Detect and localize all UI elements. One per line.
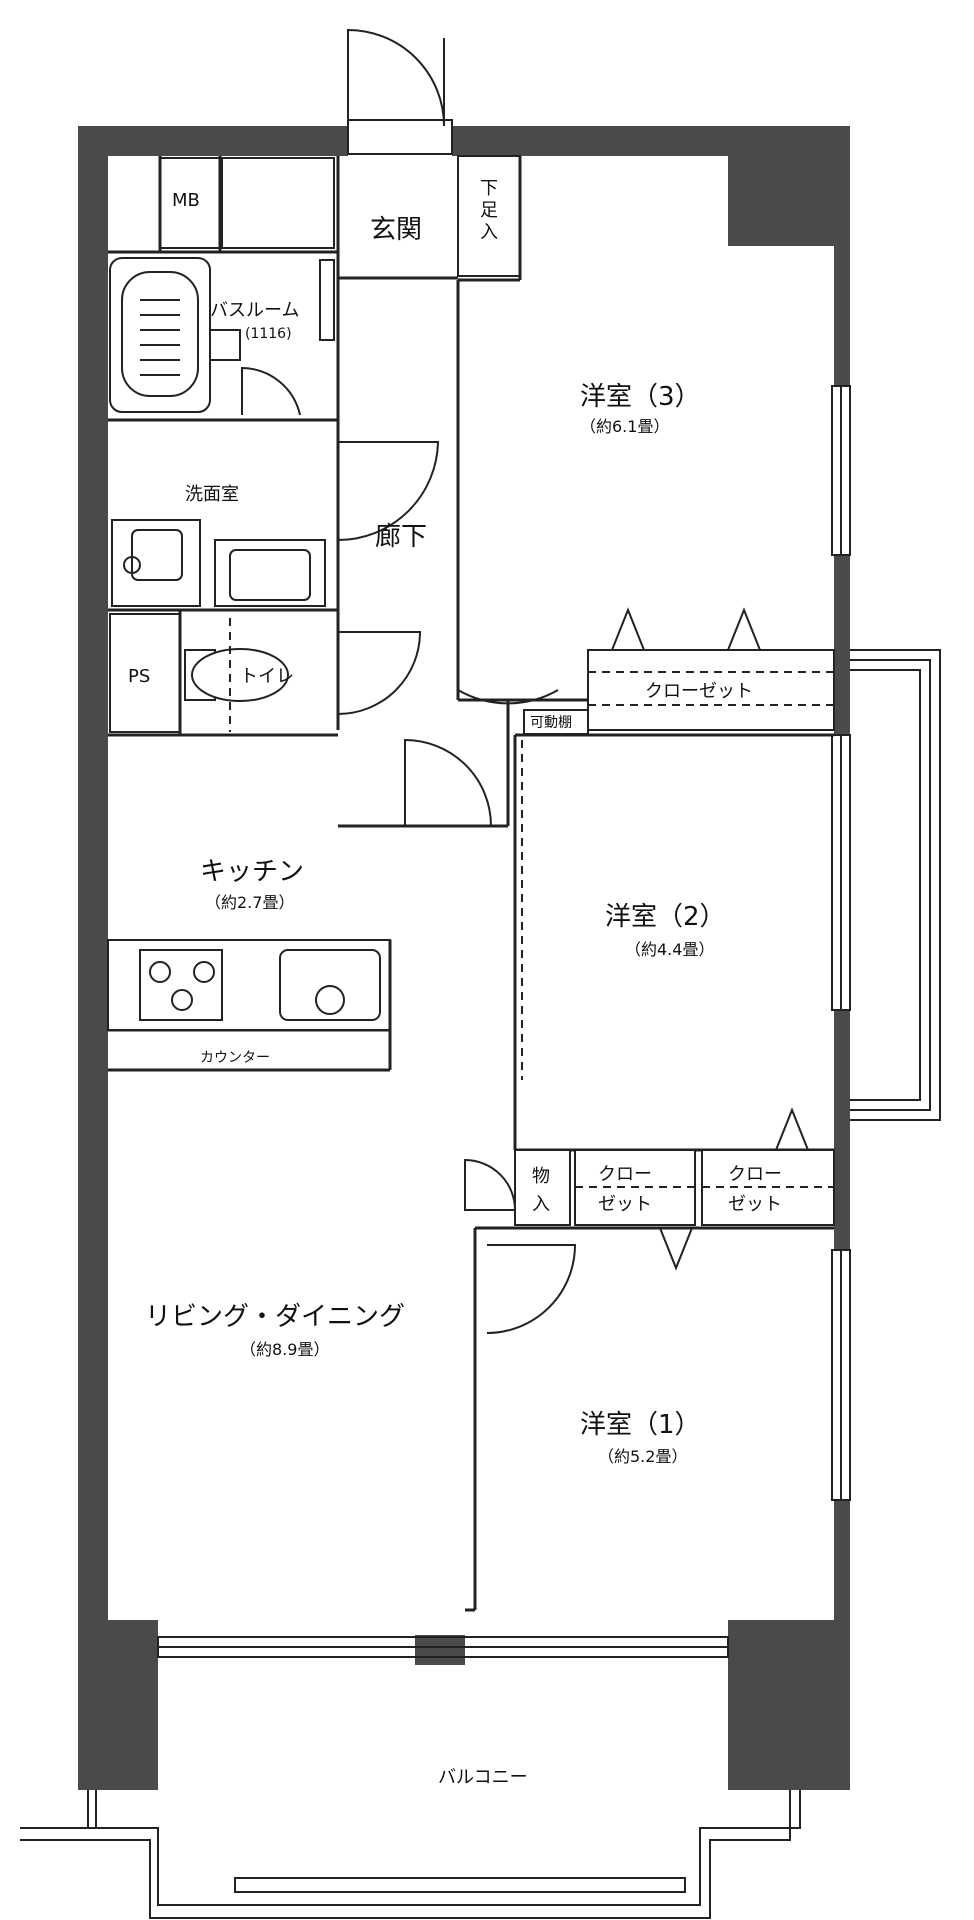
meter-box-label: MB: [172, 190, 200, 211]
ldk-door: [404, 738, 492, 827]
western-1-label: 洋室（1）: [580, 1410, 701, 1440]
washroom-label: 洗面室: [185, 484, 239, 505]
western-3-area-label: （約6.1畳）: [580, 417, 669, 436]
closet-3-label: クローゼット: [645, 681, 753, 702]
balcony-label: バルコニー: [438, 1767, 528, 1788]
closet-a-label-2: ゼット: [598, 1194, 652, 1215]
closet-b-label-2: ゼット: [728, 1194, 782, 1215]
western1-door: [486, 1244, 577, 1334]
side-balcony: [850, 649, 941, 1121]
outer-walls: [78, 126, 850, 1790]
entrance-label: 玄関: [370, 215, 422, 245]
living-dining-label: リビング・ダイニング: [145, 1302, 405, 1332]
closet-b-label-1: クロー: [728, 1164, 782, 1185]
corridor-label: 廊下: [375, 522, 427, 552]
counter-label: カウンター: [200, 1050, 270, 1066]
bathtub-icon: [109, 257, 211, 413]
shoe-storage-label-3: 入: [480, 222, 498, 243]
kitchen-area-label: （約2.7畳）: [205, 893, 294, 912]
movable-shelf-label: 可動棚: [530, 715, 572, 731]
pipe-space-label: PS: [128, 666, 150, 687]
storage-label-2: 入: [532, 1194, 550, 1215]
shoe-storage-label-1: 下: [480, 178, 498, 199]
stove-icon: [139, 949, 223, 1021]
sink-icon: [279, 949, 381, 1021]
wash-basin-icon: [214, 539, 326, 607]
windows-right: [831, 385, 851, 1501]
western-2-label: 洋室（2）: [605, 902, 726, 932]
balcony-outline: [20, 1790, 801, 1919]
western-2-area-label: （約4.4畳）: [625, 940, 714, 959]
pipe-space: [109, 613, 181, 733]
western3-door: [457, 590, 559, 705]
toilet-label: トイレ: [240, 666, 294, 687]
kitchen-label: キッチン: [200, 857, 304, 887]
shoe-storage-label-2: 足: [480, 200, 498, 221]
western-3-label: 洋室（3）: [580, 382, 701, 412]
washing-machine-icon: [111, 519, 201, 607]
living-dining-area-label: （約8.9畳）: [240, 1340, 329, 1359]
storage-label-1: 物: [532, 1166, 550, 1187]
bath-door: [241, 366, 301, 416]
western-1-area-label: （約5.2畳）: [598, 1447, 687, 1466]
entrance-door: [338, 28, 521, 279]
toilet-icon: [184, 618, 289, 732]
meter-box: [159, 157, 221, 249]
bathroom-label: バスルーム: [210, 300, 299, 321]
bathroom-size-label: (1116): [245, 326, 292, 342]
storage-door: [464, 1158, 517, 1211]
washroom-door: [337, 441, 440, 541]
closet-a-label-1: クロー: [598, 1164, 652, 1185]
toilet-door: [337, 631, 422, 715]
